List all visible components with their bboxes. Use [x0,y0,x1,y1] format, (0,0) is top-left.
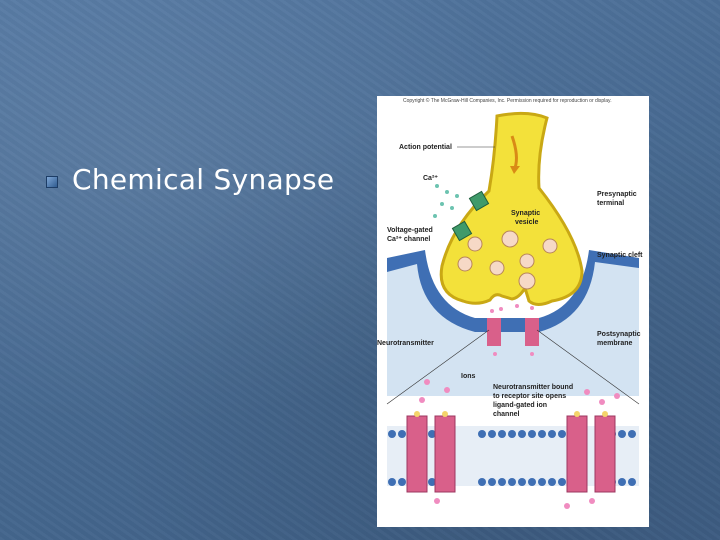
label-ca: Ca²⁺ [423,175,438,182]
vesicles [457,230,558,290]
label-presynaptic-2: terminal [597,200,624,207]
zoom-lines [386,329,640,405]
synapse-diagram: Copyright © The McGraw-Hill Companies, I… [377,97,643,509]
label-presynaptic-1: Presynaptic [597,191,637,198]
label-vesicle-1: Synaptic [511,210,540,217]
label-synaptic-cleft: Synaptic cleft [597,252,643,259]
bullet-marker [46,176,58,188]
neurotransmitter-dots [490,304,534,356]
postsynaptic-membrane-band [387,250,639,332]
label-bound-3: ligand-gated ion [493,402,547,409]
label-action-potential: Action potential [399,144,452,151]
ca-ions [433,184,459,218]
presynaptic-terminal [439,111,584,306]
label-bound-2: to receptor site opens [493,393,566,400]
bullet-text: Chemical Synapse [72,163,335,196]
action-potential-arrow [510,135,518,169]
zoomed-membrane [387,379,639,509]
label-vesicle-2: vesicle [515,219,538,226]
label-vgated-1: Voltage-gated [387,227,433,234]
voltage-gated-channels [451,190,490,242]
postsynaptic-receptors [487,318,539,346]
label-ions: Ions [461,373,475,380]
label-bound-4: channel [493,411,520,418]
label-vgated-2: Ca²⁺ channel [387,236,430,243]
copyright-text: Copyright © The McGraw-Hill Companies, I… [403,97,612,104]
label-postsynaptic-2: membrane [597,340,633,347]
label-neurotransmitter: Neurotransmitter [377,340,434,347]
synapse-figure: Copyright © The McGraw-Hill Companies, I… [377,96,649,527]
label-bound-1: Neurotransmitter bound [493,384,573,391]
arrow-head [510,166,520,174]
label-postsynaptic-1: Postsynaptic [597,331,641,338]
